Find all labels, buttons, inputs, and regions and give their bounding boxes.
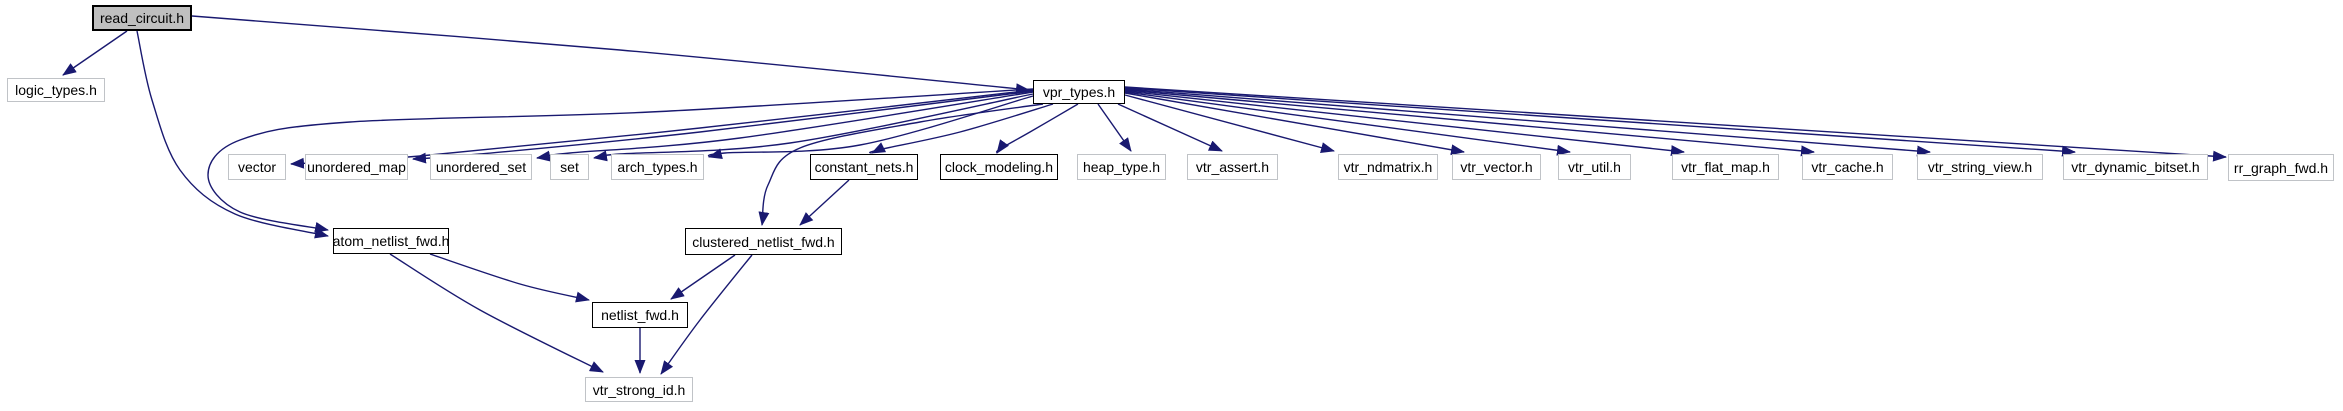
node-vtr_flat_map: vtr_flat_map.h [1672, 154, 1779, 180]
node-vtr_strong_id: vtr_strong_id.h [585, 377, 693, 402]
node-set: set [550, 154, 589, 180]
node-atom_netlist_fwd[interactable]: atom_netlist_fwd.h [333, 228, 449, 254]
node-vtr_ndmatrix: vtr_ndmatrix.h [1338, 154, 1438, 180]
node-heap_type: heap_type.h [1077, 154, 1166, 180]
edge-vpr_types-to-unordered_set [536, 91, 1034, 162]
edge-vpr_types-to-vtr_flat_map [1124, 90, 1685, 157]
edge-vpr_types-to-heap_type [1097, 103, 1132, 152]
node-clock_modeling[interactable]: clock_modeling.h [940, 154, 1058, 180]
node-vector: vector [228, 154, 286, 180]
node-vtr_vector: vtr_vector.h [1452, 154, 1541, 180]
edge-constant_nets-to-clustered_netlist_fwd [799, 179, 850, 226]
edge-read_circuit-to-atom_netlist_fwd [136, 30, 329, 239]
edge-vpr_types-to-rr_graph_fwd [1124, 86, 2227, 162]
node-vtr_cache: vtr_cache.h [1802, 154, 1893, 180]
edge-vpr_types-to-constant_nets [869, 103, 1054, 154]
edge-vpr_types-to-clock_modeling [995, 103, 1079, 154]
node-vtr_string_view: vtr_string_view.h [1917, 154, 2043, 180]
edge-vpr_types-to-vtr_dynamic_bitset [1124, 87, 2076, 157]
node-vtr_dynamic_bitset: vtr_dynamic_bitset.h [2063, 154, 2208, 180]
node-vtr_util: vtr_util.h [1558, 154, 1631, 180]
node-rr_graph_fwd: rr_graph_fwd.h [2228, 154, 2334, 181]
edge-vpr_types-to-clustered_netlist_fwd [758, 103, 1044, 226]
edge-vpr_types-to-vtr_cache [1124, 89, 1815, 157]
edge-vpr_types-to-arch_types [707, 95, 1034, 160]
edge-vpr_types-to-vtr_string_view [1124, 88, 1931, 157]
node-unordered_set: unordered_set [430, 154, 532, 180]
node-vpr_types[interactable]: vpr_types.h [1033, 80, 1125, 104]
edge-vpr_types-to-vtr_assert [1117, 103, 1223, 152]
node-unordered_map: unordered_map [305, 154, 408, 180]
node-clustered_netlist_fwd[interactable]: clustered_netlist_fwd.h [685, 228, 842, 255]
edge-vpr_types-to-vtr_ndmatrix [1124, 94, 1335, 153]
edge-vpr_types-to-vtr_util [1124, 91, 1571, 156]
edge-atom_netlist_fwd-to-netlist_fwd [429, 253, 590, 303]
node-logic_types: logic_types.h [7, 78, 105, 102]
edge-clustered_netlist_fwd-to-netlist_fwd [670, 254, 736, 300]
edge-read_circuit-to-logic_types [62, 30, 128, 76]
node-read_circuit: read_circuit.h [92, 5, 192, 31]
edge-vpr_types-to-vtr_vector [1124, 92, 1465, 156]
node-netlist_fwd[interactable]: netlist_fwd.h [592, 302, 688, 328]
node-constant_nets[interactable]: constant_nets.h [810, 154, 918, 180]
node-arch_types: arch_types.h [611, 154, 704, 180]
edge-clustered_netlist_fwd-to-vtr_strong_id [660, 254, 753, 375]
edge-read_circuit-to-vpr_types [191, 15, 1030, 95]
node-vtr_assert: vtr_assert.h [1187, 154, 1278, 180]
edge-vpr_types-to-atom_netlist_fwd [207, 88, 1034, 233]
edge-atom_netlist_fwd-to-vtr_strong_id [389, 253, 604, 373]
edge-vpr_types-to-set [593, 93, 1034, 162]
